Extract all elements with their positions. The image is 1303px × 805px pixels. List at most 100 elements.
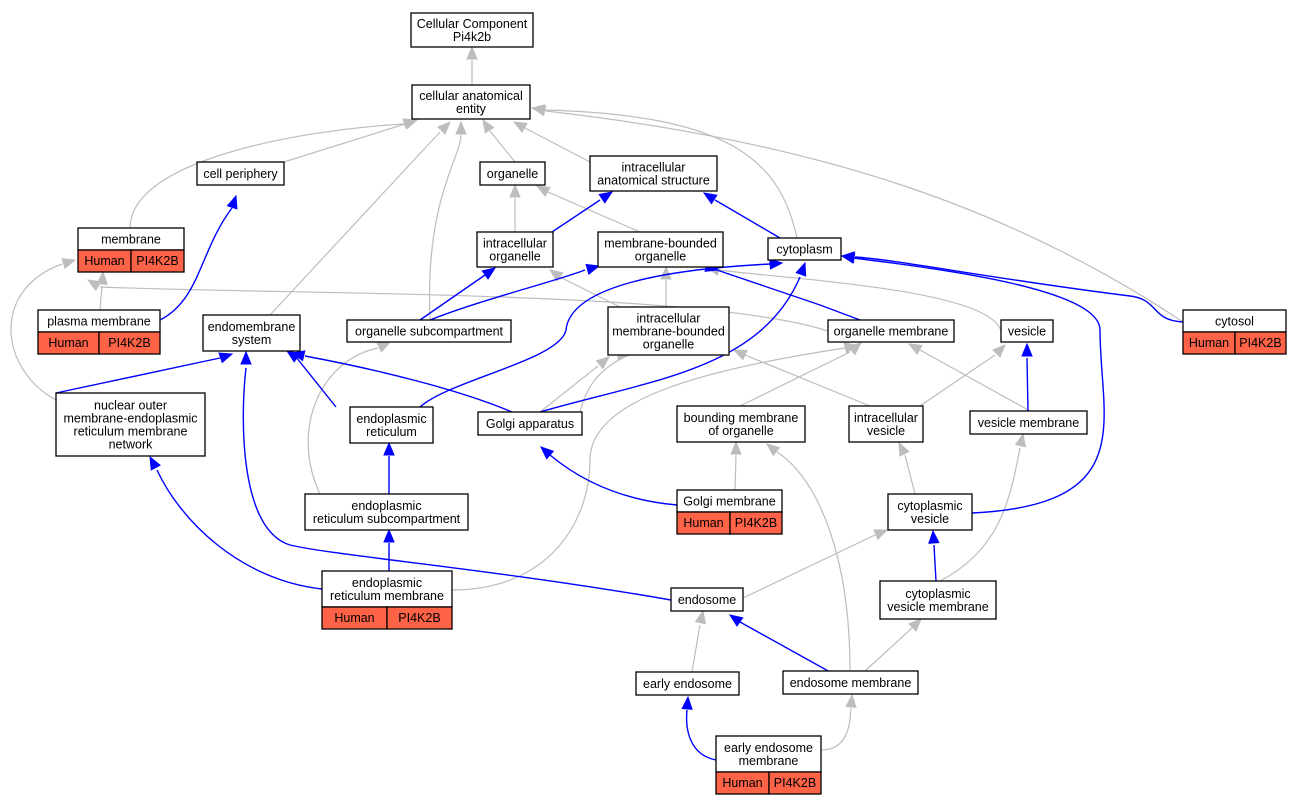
term-box (196, 161, 285, 186)
is-a-edge-arrowhead (1014, 432, 1027, 448)
is-a-edge (744, 354, 871, 407)
is-a-edge (451, 347, 846, 591)
is-a-edge (691, 624, 701, 673)
term-box (767, 237, 842, 261)
is-a-edge (269, 131, 441, 316)
is-a-edge-arrowhead (730, 440, 742, 455)
term-box (597, 231, 724, 268)
is-a-edge-arrowhead (531, 105, 547, 117)
gene-label: PI4K2B (735, 516, 777, 530)
term-box (202, 314, 301, 352)
term-label: cytoplasm (776, 243, 832, 257)
is-a-edge (547, 191, 641, 233)
term-label: endosome (678, 593, 736, 607)
is-a-edge (717, 269, 1002, 332)
part-of-edge-arrowhead (795, 261, 807, 277)
part-of-edge (714, 199, 781, 239)
gene-cell (729, 511, 783, 535)
is-a-edge (919, 354, 996, 407)
term-label: membrane (101, 233, 161, 247)
part-of-edge (159, 207, 233, 321)
term-box (479, 161, 546, 186)
part-of-edge (242, 367, 672, 601)
gene-cell (98, 331, 161, 355)
term-box (715, 735, 822, 773)
is-a-edge-arrowhead (843, 342, 859, 354)
term-label: organelle subcompartment (355, 325, 504, 339)
part-of-edge-arrowhead (598, 191, 614, 204)
is-a-edge-arrowhead (660, 265, 672, 280)
term-node-om[interactable]: organelle membrane (827, 319, 955, 343)
gene-label: PI4K2B (108, 336, 150, 350)
is-a-edge-arrowhead (512, 121, 528, 134)
is-a-edge (307, 347, 379, 495)
is-a-edge-arrowhead (873, 529, 889, 541)
is-a-edge-arrowhead (466, 45, 478, 60)
species-label: Human (84, 254, 124, 268)
term-box (589, 155, 718, 192)
term-node-ee[interactable]: early endosome (635, 671, 740, 696)
part-of-edge (685, 709, 717, 761)
is-a-edge (739, 351, 851, 407)
term-node-endo[interactable]: endosome (670, 587, 744, 612)
part-of-edge (419, 263, 771, 408)
part-of-edge-arrowhead (218, 352, 234, 364)
term-node-org[interactable]: organelle (479, 161, 546, 186)
term-node-cyt[interactable]: cytoplasm (767, 237, 842, 261)
is-a-edge-arrowhead (595, 356, 611, 370)
is-a-edge-arrowhead (907, 343, 923, 356)
part-of-edge-arrowhead (928, 529, 940, 544)
term-node-os[interactable]: organelle subcompartment (346, 319, 512, 343)
is-a-edge-arrowhead (548, 269, 564, 282)
part-of-edge-arrowhead (702, 192, 718, 205)
part-of-edge (933, 544, 937, 582)
part-of-edge-arrowhead (540, 446, 555, 460)
term-box (827, 319, 955, 343)
term-node-ves[interactable]: vesicle (1000, 319, 1054, 343)
is-a-edge (99, 286, 829, 332)
term-label: plasma membrane (47, 315, 151, 329)
term-node-cp[interactable]: cell periphery (196, 161, 285, 186)
gene-label: PI4K2B (774, 776, 816, 790)
term-label: Golgi apparatus (486, 417, 574, 431)
part-of-edge (549, 454, 678, 506)
term-node-vm[interactable]: vesicle membrane (969, 410, 1088, 435)
term-node-em[interactable]: endosome membrane (782, 670, 919, 695)
term-box (635, 671, 740, 696)
term-label: endosome membrane (790, 676, 912, 690)
is-a-edge-arrowhead (376, 341, 392, 353)
term-box (782, 670, 919, 695)
term-node-ga[interactable]: Golgi apparatus (477, 411, 583, 436)
